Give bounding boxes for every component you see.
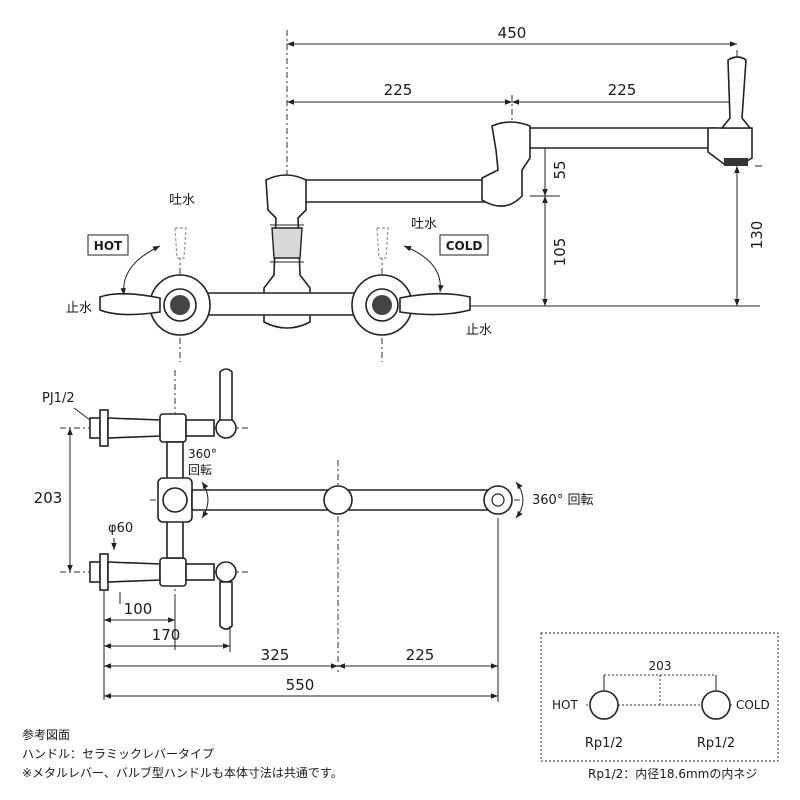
dim-225-label: 225 xyxy=(406,646,435,664)
dim-100: 100 xyxy=(104,600,175,623)
lower-lever xyxy=(219,581,233,630)
dim-225-right-label: 225 xyxy=(608,81,637,99)
dim-130-label: 130 xyxy=(748,221,766,250)
phi-label: φ60 xyxy=(108,521,133,536)
hot-hole xyxy=(589,690,619,720)
dim-130: 130 xyxy=(734,166,766,306)
dim-100-label: 100 xyxy=(124,600,153,618)
inset-hot-label: HOT xyxy=(552,698,578,712)
rotate-small-word: 回転 xyxy=(188,463,212,477)
elbow-joint xyxy=(481,121,531,207)
cold-badge: COLD xyxy=(439,234,489,256)
dim-550-label: 550 xyxy=(286,676,315,694)
upper-lever xyxy=(219,368,233,421)
svg-text:HOT: HOT xyxy=(94,239,123,253)
dim-55-label: 55 xyxy=(551,160,569,179)
swing-arm-outer xyxy=(509,127,721,149)
inset-frame xyxy=(540,632,779,762)
dim-325-label: 325 xyxy=(261,646,290,664)
stop-right-label: 止水 xyxy=(466,323,492,338)
rotate-small-deg: 360° xyxy=(188,447,217,461)
notes: 参考図面 ハンドル：セラミックレバータイプ ※メタルレバー、バルブ型ハンドルも本… xyxy=(22,727,343,780)
dim-550: 550 xyxy=(104,676,498,699)
dim-55: 55 xyxy=(542,140,569,196)
spout-right-label: 吐水 xyxy=(411,217,437,232)
cold-lever xyxy=(399,292,471,316)
dim-170: 170 xyxy=(104,626,230,649)
dim-203-label: 203 xyxy=(34,489,63,507)
dim-450: 450 xyxy=(287,24,737,47)
dim-203: 203 xyxy=(34,428,73,572)
upper-valve-body xyxy=(159,413,187,443)
arm-joint xyxy=(323,485,353,515)
dim-170-label: 170 xyxy=(152,626,181,644)
rp-left-label: Rp1/2 xyxy=(585,736,623,751)
note-line-3: ※メタルレバー、バルブ型ハンドルも本体寸法は共通です。 xyxy=(22,765,343,780)
dim-225-right: 225 xyxy=(512,81,737,105)
cold-hole xyxy=(701,690,731,720)
spout-left-label: 吐水 xyxy=(169,193,195,208)
svg-text:COLD: COLD xyxy=(446,239,483,253)
spout-lever xyxy=(720,56,752,129)
dim-105: 105 xyxy=(542,196,569,306)
inset-dim-label: 203 xyxy=(649,659,672,673)
rotate-large-label: 360° 回転 xyxy=(532,493,593,508)
dim-225: 225 xyxy=(338,646,498,669)
rp-right-label: Rp1/2 xyxy=(697,736,735,751)
inset-wall-holes: 203 HOT COLD Rp1/2 Rp1/2 Rp1/2：内径18.6mmの… xyxy=(540,632,779,781)
spout-outlet xyxy=(724,158,748,166)
pj-label: PJ1/2 xyxy=(42,391,75,406)
front-view: 450 225 225 55 105 130 xyxy=(66,24,766,362)
lower-valve-body xyxy=(159,557,187,587)
note-line-2: ハンドル：セラミックレバータイプ xyxy=(22,747,214,761)
hot-lever xyxy=(99,292,161,316)
dim-105-label: 105 xyxy=(551,238,569,267)
dim-225-left: 225 xyxy=(287,81,512,105)
body-pipe xyxy=(194,292,366,316)
inset-cold-label: COLD xyxy=(736,698,770,712)
dim-450-label: 450 xyxy=(498,24,527,42)
note-line-1: 参考図面 xyxy=(22,727,70,742)
stop-left-label: 止水 xyxy=(66,301,92,316)
inset-caption: Rp1/2：内径18.6mmの内ネジ xyxy=(588,767,757,781)
dim-325: 325 xyxy=(104,646,338,669)
dim-225-left-label: 225 xyxy=(384,81,413,99)
hot-badge: HOT xyxy=(87,234,129,256)
swing-arm-upper xyxy=(297,179,499,203)
top-view: 203 PJ1/2 360° 回転 360° 回 xyxy=(34,368,593,702)
